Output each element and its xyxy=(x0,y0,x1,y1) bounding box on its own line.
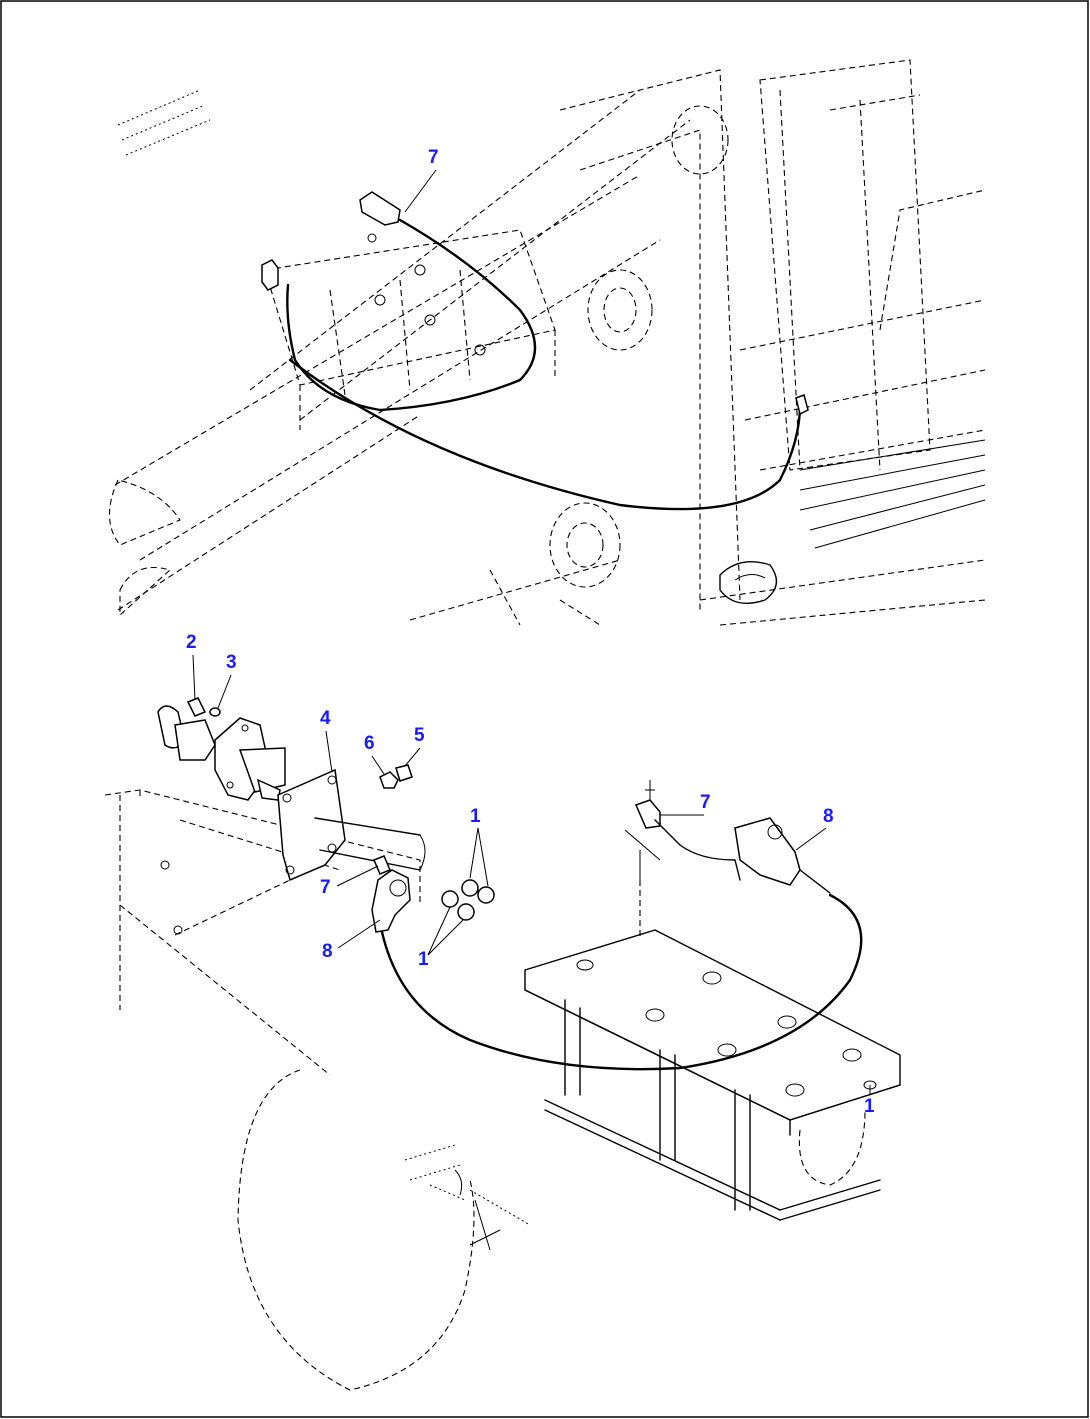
top-terminal-clamp xyxy=(359,191,401,226)
bolt-2 xyxy=(186,697,207,717)
nut-6 xyxy=(379,771,399,789)
callout-6: 6 xyxy=(364,733,375,754)
nut-1-a xyxy=(461,879,479,897)
bottom-cable-assembly xyxy=(380,799,863,1071)
callout-3: 3 xyxy=(226,652,237,673)
callout-8-left: 8 xyxy=(322,941,333,962)
callout-top-7: 7 xyxy=(428,147,439,168)
bottom-left-parts xyxy=(157,697,495,933)
top-bolt-head xyxy=(261,259,279,291)
top-ground-cable xyxy=(286,218,537,412)
bolt-5 xyxy=(395,764,413,782)
bottom-view-context xyxy=(104,780,901,1391)
callout-5: 5 xyxy=(414,725,425,746)
callout-1-right: 1 xyxy=(864,1096,875,1117)
bottom-ground-cable xyxy=(380,893,863,1071)
callouts: 7 2 3 4 6 5 1 7 8 1 7 8 xyxy=(186,147,875,1117)
sensor-8-right xyxy=(734,817,801,886)
battery-box-top xyxy=(524,929,901,1121)
callout-8-right: 8 xyxy=(823,806,834,827)
callout-1-bottom: 1 xyxy=(418,949,429,970)
top-frame-terminal xyxy=(795,394,809,416)
callout-2: 2 xyxy=(186,632,197,653)
callout-7-right: 7 xyxy=(700,792,711,813)
nut-1-b xyxy=(477,886,495,904)
callout-4: 4 xyxy=(320,708,331,729)
terminal-7-left xyxy=(373,855,391,875)
top-view-cable-assembly xyxy=(261,191,809,511)
callout-1-top: 1 xyxy=(470,806,481,827)
callout-7-left: 7 xyxy=(320,877,331,898)
sensor-8-left xyxy=(371,869,411,933)
bracket-4 xyxy=(277,768,346,882)
terminal-7-right xyxy=(634,799,661,829)
nut-1-d xyxy=(457,903,475,921)
nut-1-c xyxy=(441,890,459,908)
top-view-machine-context xyxy=(108,59,986,626)
switch-body xyxy=(174,719,216,761)
washer-3 xyxy=(209,707,221,717)
